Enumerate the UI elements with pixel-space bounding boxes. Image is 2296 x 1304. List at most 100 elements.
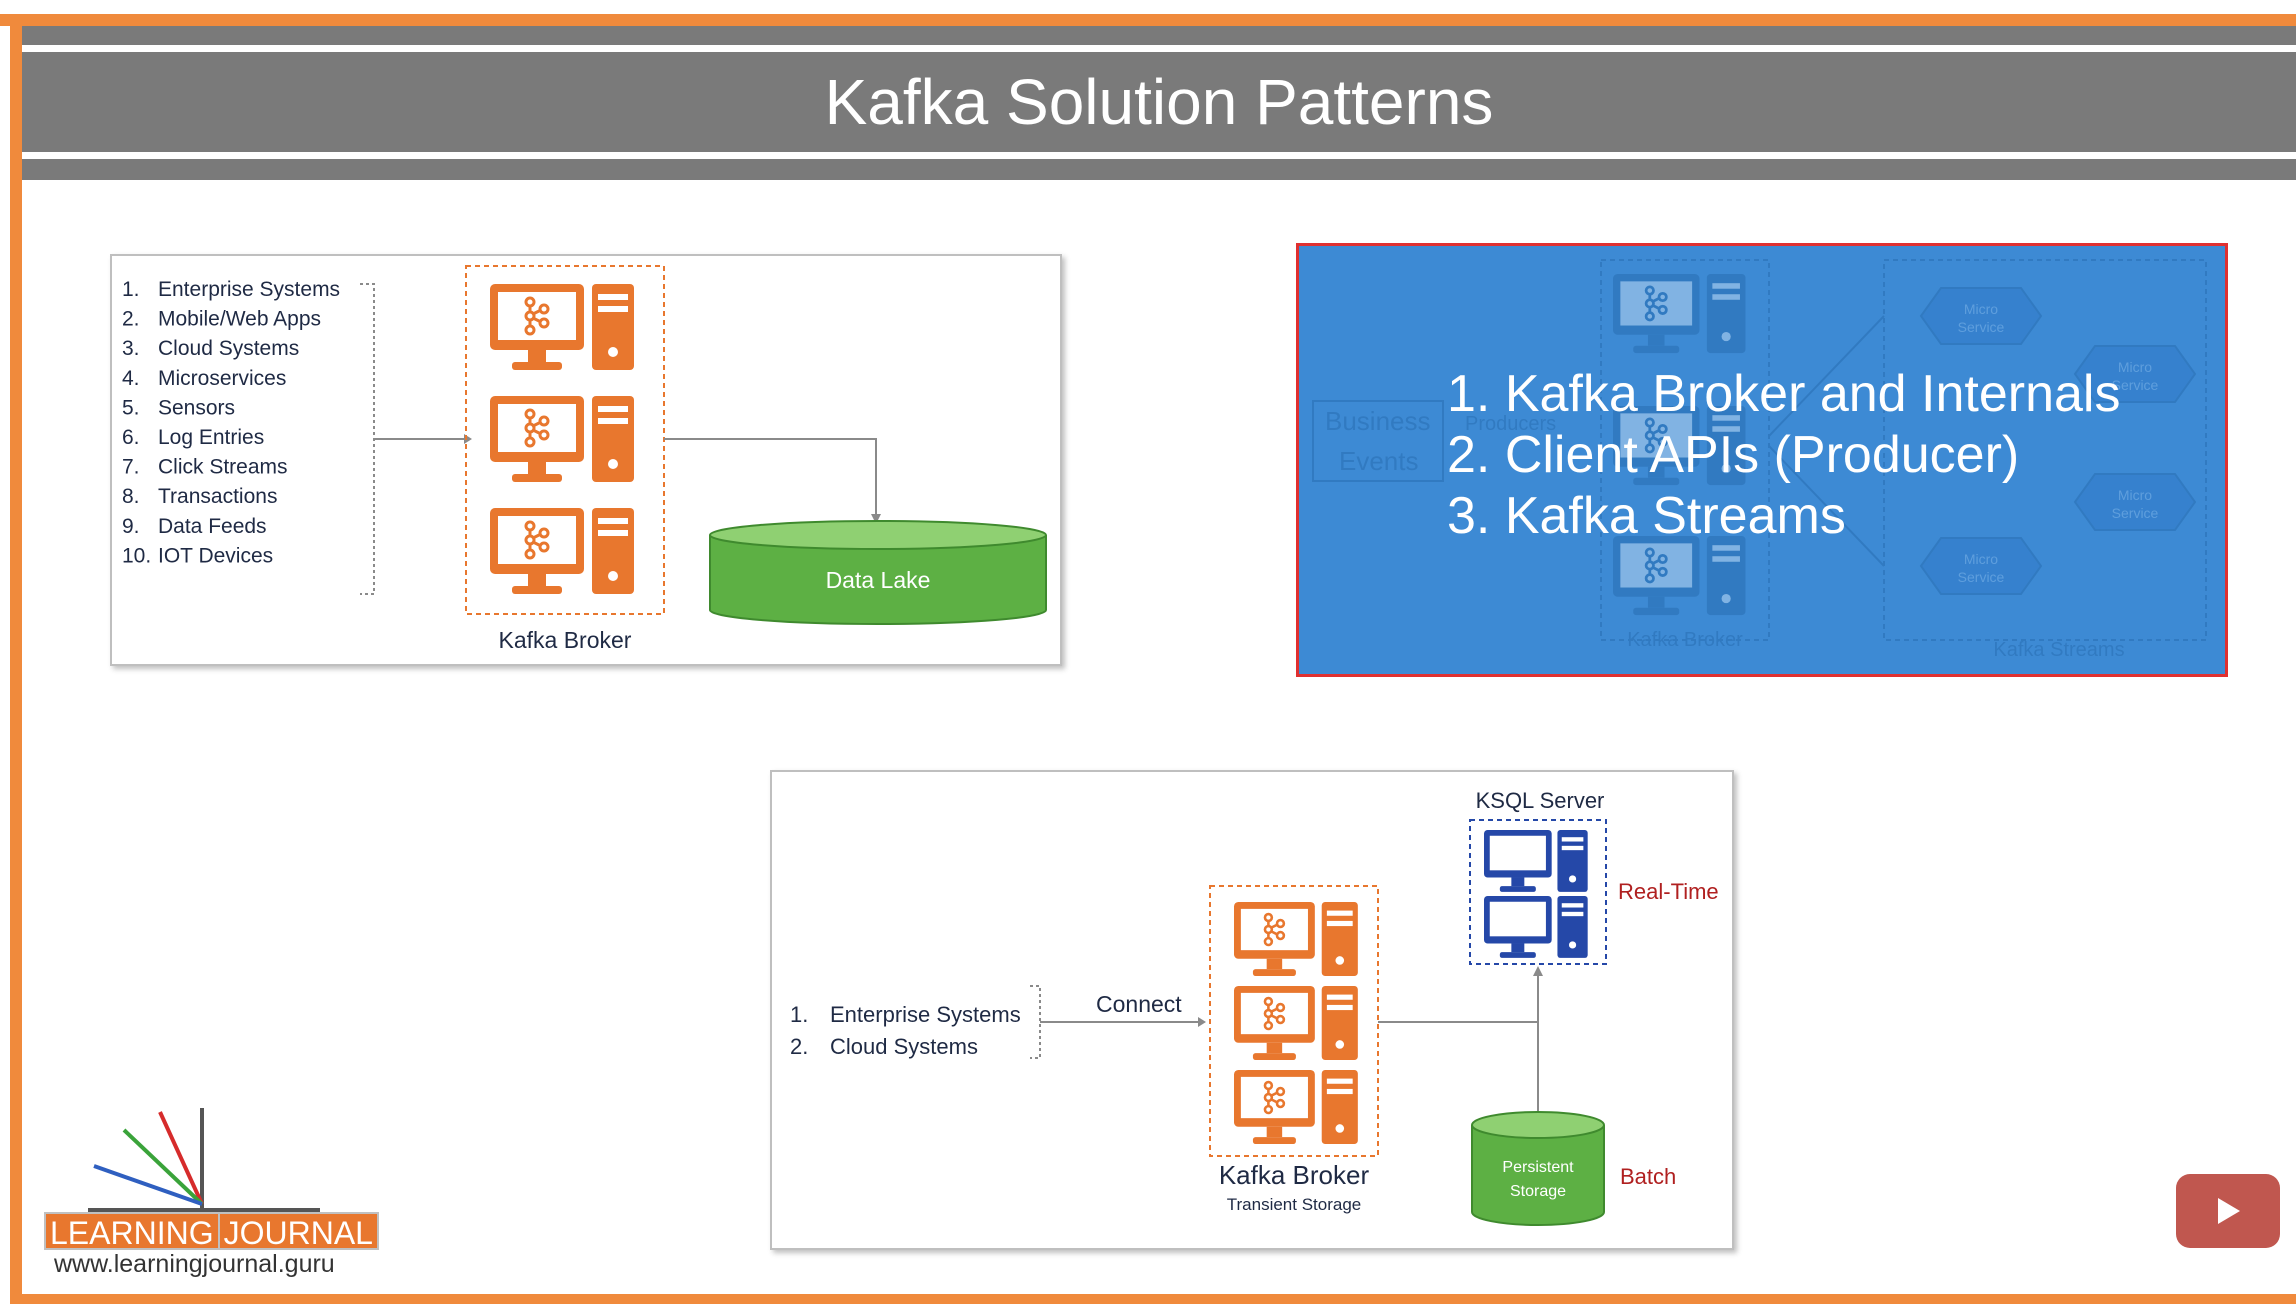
persistent-storage-cylinder: Persistent Storage	[1471, 1111, 1605, 1226]
frame-border-top	[0, 14, 2296, 26]
server-icon	[1613, 536, 1746, 616]
source-item: Mobile/Web Apps	[158, 308, 321, 331]
bg-micro-label: Micro	[2118, 487, 2152, 503]
arrow-head	[871, 514, 881, 524]
realtime-label: Real-Time	[1618, 879, 1719, 904]
bg-events-label: Events	[1339, 446, 1419, 476]
broker-sublabel: Transient Storage	[1227, 1195, 1362, 1214]
server-icon	[1234, 902, 1358, 976]
server-icon	[490, 396, 634, 482]
source-number: 8.	[122, 485, 140, 508]
diagram-data-lake: 1. Enterprise Systems 2. Mobile/Web Apps 3. C…	[110, 254, 1062, 666]
source-bracket	[1030, 985, 1041, 1059]
overlay-topic-item: 3. Kafka Streams	[1447, 487, 1846, 545]
bg-line	[1768, 315, 1885, 437]
broker-label: Kafka Broker	[1219, 1160, 1370, 1190]
bg-producers-label: Producers	[1465, 413, 1556, 435]
source-number: 7.	[122, 456, 140, 479]
server-icon	[1613, 274, 1746, 354]
source-number: 10.	[122, 544, 151, 567]
source-item: Log Entries	[158, 426, 264, 449]
data-lake-label: Data Lake	[826, 567, 931, 593]
source-item: Data Feeds	[158, 515, 267, 538]
source-item: Transactions	[158, 485, 277, 508]
source-number: 9.	[122, 515, 140, 538]
source-item: IOT Devices	[158, 544, 273, 567]
frame-border-bottom	[10, 1294, 2296, 1304]
server-icon	[1484, 896, 1588, 958]
play-icon	[2218, 1198, 2240, 1224]
server-icon	[490, 508, 634, 594]
ksql-box	[1469, 819, 1607, 965]
source-item: Cloud Systems	[830, 1034, 978, 1059]
diagram-data-lake-svg: 1. Enterprise Systems 2. Mobile/Web Apps 3. C…	[122, 265, 1047, 653]
bg-events-box	[1312, 400, 1444, 482]
title-bar: Kafka Solution Patterns	[22, 26, 2296, 180]
source-bracket	[360, 283, 375, 595]
logo-word-journal: JOURNAL	[219, 1212, 379, 1251]
slide-title: Kafka Solution Patterns	[824, 66, 1494, 138]
bg-broker-box	[1600, 259, 1770, 641]
arrow-head	[1198, 1017, 1206, 1027]
overlay-background-diagram: Business Events Producers Kafka Broker K…	[1312, 259, 2207, 661]
bg-micro-label: Service	[2112, 505, 2159, 521]
source-number: 6.	[122, 426, 140, 449]
source-number: 5.	[122, 396, 140, 419]
logo-word-learning: LEARNING	[44, 1212, 220, 1251]
overlay-panel: Business Events Producers Kafka Broker K…	[1296, 243, 2228, 677]
data-lake-cylinder: Data Lake	[709, 520, 1047, 625]
logo-ray-red	[158, 1111, 204, 1205]
arrow-head-up	[1533, 966, 1543, 976]
frame-border-left	[10, 14, 22, 1304]
server-icon	[490, 284, 634, 370]
bg-micro-label: Service	[1958, 569, 2005, 585]
bg-micro-label: Micro	[1964, 301, 1998, 317]
source-number: 3.	[122, 337, 140, 360]
broker-label: Kafka Broker	[499, 627, 632, 653]
diagram-ksql: 1. Enterprise Systems 2. Cloud Systems C…	[770, 770, 1734, 1250]
source-item: Enterprise Systems	[830, 1002, 1021, 1027]
bg-micro-label: Service	[2112, 377, 2159, 393]
logo-wordmark: LEARNING JOURNAL	[44, 1212, 379, 1251]
server-icon	[1613, 406, 1746, 486]
bg-streams-label: Kafka Streams	[1993, 639, 2124, 661]
server-icon	[1234, 986, 1358, 1060]
source-item: Enterprise Systems	[158, 278, 340, 301]
logo-url: www.learningjournal.guru	[54, 1250, 335, 1278]
bg-line	[1768, 445, 1885, 567]
storage-label-line: Storage	[1510, 1183, 1566, 1200]
overlay-topic-item: 1. Kafka Broker and Internals	[1447, 365, 2121, 423]
arrow-to-data-lake	[664, 438, 877, 516]
youtube-play-button[interactable]	[2176, 1174, 2280, 1248]
bg-business-label: Business	[1325, 406, 1431, 436]
source-item: Sensors	[158, 396, 235, 419]
source-item: Cloud Systems	[158, 337, 299, 360]
source-item: Click Streams	[158, 456, 288, 479]
bg-broker-label: Kafka Broker	[1627, 629, 1743, 651]
overlay-topic-list: 1. Kafka Broker and Internals 2. Client …	[1447, 364, 2121, 547]
broker-box	[1209, 885, 1379, 1157]
batch-label: Batch	[1620, 1164, 1676, 1189]
source-number: 1.	[790, 1002, 808, 1027]
source-number: 2.	[122, 308, 140, 331]
connect-label: Connect	[1096, 991, 1182, 1017]
logo-graphic	[88, 1108, 320, 1212]
source-item: Microservices	[158, 367, 286, 390]
server-icon	[1234, 1070, 1358, 1144]
diagram-ksql-svg: 1. Enterprise Systems 2. Cloud Systems C…	[790, 788, 1719, 1226]
bg-micro-label: Micro	[1964, 551, 1998, 567]
ksql-label: KSQL Server	[1476, 788, 1605, 813]
logo-ray-green	[122, 1128, 204, 1206]
title-rule-bottom	[22, 152, 2296, 159]
source-number: 2.	[790, 1034, 808, 1059]
source-number: 4.	[122, 367, 140, 390]
bg-micro-label: Service	[1958, 319, 2005, 335]
source-number: 1.	[122, 278, 140, 301]
storage-label-line: Persistent	[1502, 1159, 1574, 1176]
overlay-topic-item: 2. Client APIs (Producer)	[1447, 426, 2020, 484]
bg-micro-label: Micro	[2118, 359, 2152, 375]
